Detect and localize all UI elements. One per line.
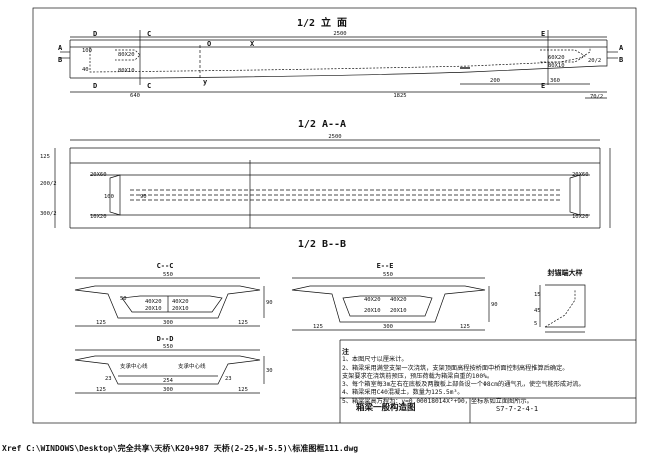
drawing-title: 箱梁一般构造图 (356, 403, 416, 413)
label-b-left: B (58, 56, 62, 64)
note-1: 1、本图尺寸以厘米计。 (342, 356, 408, 364)
dim-dd-center-left: 支承中心线 (120, 362, 148, 370)
dim-aa-20x60: 20X60 (90, 172, 107, 178)
dim-cc-125-right: 125 (238, 320, 248, 326)
dim-elev-1825: 1825 (393, 93, 406, 99)
dim-elev-20-2: 20/2 (588, 58, 601, 64)
dim-anchor-45: 45 (534, 308, 541, 314)
dim-dd-300: 300 (163, 387, 173, 393)
dim-cc-20x10: 20X10 (145, 306, 162, 312)
drawing-code: S7-7-2-4-1 (496, 405, 539, 413)
dim-dd-550: 550 (163, 344, 173, 350)
dim-dd-30: 30 (266, 368, 273, 374)
dim-cc-40x20-right: 40X20 (172, 299, 189, 305)
note-5: 5、箱梁梁高方程为：y=0.00018014X²+90，坐标系如立面图所示。 (342, 397, 533, 405)
dim-aa-90: 90 (140, 194, 147, 200)
dim-cc-90: 90 (266, 300, 273, 306)
note-4: 4、箱梁采用C40混凝土，数量为125.5m³。 (342, 389, 464, 397)
dim-elev-80x10: 80X10 (118, 68, 135, 74)
dim-ee-125-left: 125 (313, 324, 323, 330)
dim-cc-50: 50 (120, 296, 127, 302)
label-a-left: A (58, 44, 63, 52)
dim-cc-40x20: 40X20 (145, 299, 162, 305)
label-e-bottom: E (541, 82, 545, 90)
dim-elev-80x20: 80X20 (118, 52, 135, 58)
anchor-detail-view (539, 284, 586, 333)
dim-dd-center-right: 支承中心线 (178, 362, 206, 370)
section-bb-title: 1/2 B--B (298, 239, 346, 250)
dim-ee-20x10: 20X10 (364, 308, 381, 314)
elevation-view (60, 30, 618, 99)
label-a-right: A (619, 44, 624, 52)
dim-ee-300: 300 (383, 324, 393, 330)
label-b-right: B (619, 56, 623, 64)
section-cc-title: C--C (157, 262, 174, 270)
label-x-axis: X (250, 40, 255, 48)
dim-aa-10x20-right: 10X20 (572, 214, 589, 220)
dim-anchor-15: 15 (534, 292, 541, 298)
label-d-top: D (93, 30, 97, 38)
dim-cc-125-left: 125 (96, 320, 106, 326)
design-notes: 注 1、本图尺寸以厘米计。 2、箱梁采用满堂支架一次浇筑，支架顶面高程按桥面中桥… (342, 348, 647, 406)
dim-elev-200: 200 (490, 78, 500, 84)
dim-elev-360: 360 (550, 78, 560, 84)
dim-dd-125-left: 125 (96, 387, 106, 393)
dim-aa-200-2: 200/2 (40, 181, 57, 187)
note-2-continued: 支架要求在浇筑前预压，预压荷载为箱梁自重的100%。 (342, 372, 494, 380)
label-e-top: E (541, 30, 545, 38)
dim-ee-125-right: 125 (460, 324, 470, 330)
dim-dd-23: 23 (105, 376, 112, 382)
section-dd-view (74, 349, 265, 394)
dim-ee-40x20-right: 40X20 (390, 297, 407, 303)
dim-aa-2500: 2500 (328, 134, 341, 140)
dim-cc-20x10-right: 20X10 (172, 306, 189, 312)
dim-dd-254: 254 (163, 378, 174, 384)
dim-ee-90: 90 (491, 302, 498, 308)
xref-path: Xref C:\WINDOWS\Desktop\完全共享\天桥\K20+987 … (2, 444, 359, 453)
dim-aa-20x60-right: 20X60 (572, 172, 589, 178)
dim-elev-60x20: 60X20 (548, 55, 565, 61)
dim-ee-550: 550 (383, 272, 393, 278)
dim-elev-70-2: 70/2 (590, 94, 603, 100)
dim-cc-300: 300 (163, 320, 173, 326)
dim-anchor-5: 5 (534, 321, 537, 327)
anchor-detail-title: 封锚端大样 (548, 268, 583, 277)
section-ee-title: E--E (377, 262, 394, 270)
label-y-axis: y (203, 78, 208, 86)
dim-elev-2500: 2500 (333, 31, 346, 37)
dim-elev-640: 640 (130, 93, 140, 99)
dim-aa-125: 125 (40, 154, 50, 160)
dim-aa-100: 100 (104, 194, 114, 200)
dim-elev-80x10-right: 80X10 (548, 63, 565, 69)
label-origin: O (207, 40, 211, 48)
dim-elev-40: 40 (82, 67, 89, 73)
elevation-title: 1/2 立 面 (297, 16, 347, 29)
section-ee-view (291, 277, 490, 331)
section-aa-title: 1/2 A--A (298, 119, 346, 130)
dim-ee-20x10-right: 20X10 (390, 308, 407, 314)
dim-ee-40x20: 40X20 (364, 297, 381, 303)
note-2: 2、箱梁采用满堂支架一次浇筑，支架顶面高程按桥面中桥面控制高程推算后确定。 (342, 364, 569, 372)
section-aa-view (54, 139, 611, 229)
note-3: 3、每个箱室每3m左右在底板及两腹板上部各设一个Φ8cm的通气孔，使空气能形成对… (342, 381, 585, 389)
dim-aa-10x20: 10X20 (90, 214, 107, 220)
dim-cc-550: 550 (163, 272, 173, 278)
notes-heading: 注 (342, 348, 349, 356)
section-cc-view (74, 277, 265, 327)
label-d-bottom: D (93, 82, 97, 90)
section-dd-title: D--D (157, 335, 174, 343)
label-c-bottom: C (147, 82, 151, 90)
label-c-top: C (147, 30, 151, 38)
dim-dd-23-right: 23 (225, 376, 232, 382)
drawing-frame (32, 7, 637, 424)
dim-elev-100: 100 (82, 48, 92, 54)
dim-aa-300-2: 300/2 (40, 211, 57, 217)
dim-dd-125-right: 125 (238, 387, 248, 393)
